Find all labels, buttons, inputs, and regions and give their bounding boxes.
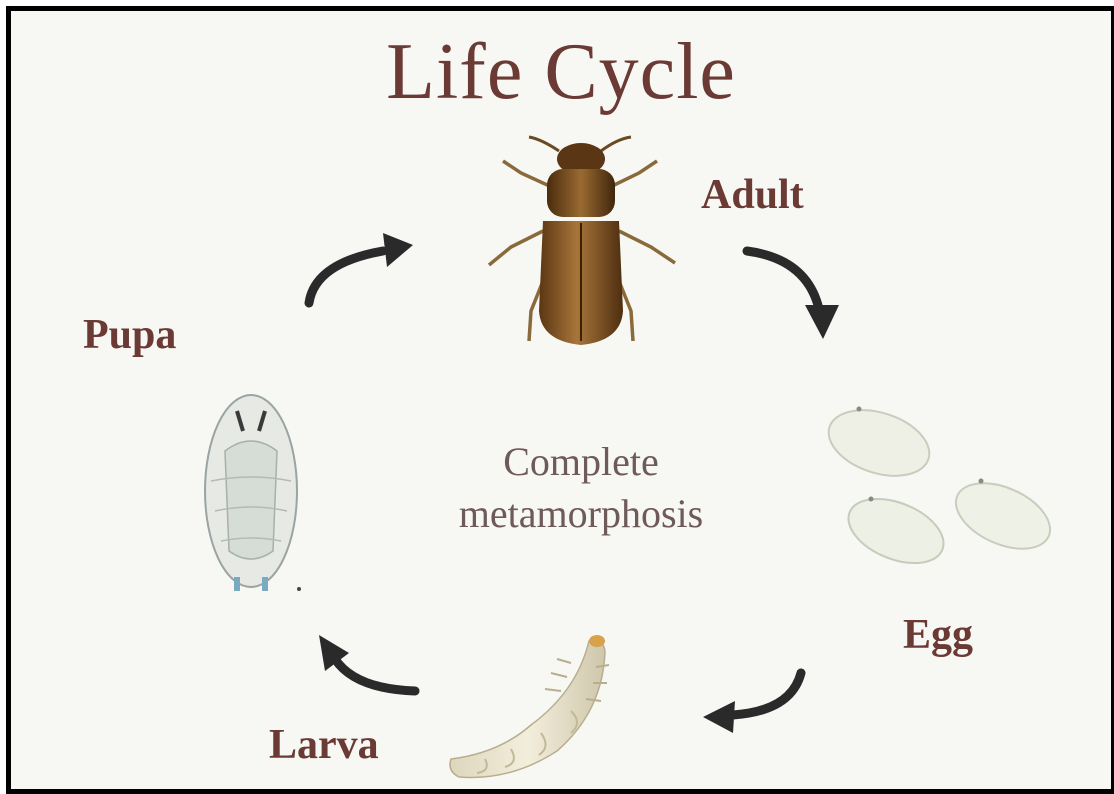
pupa-illustration (205, 395, 301, 591)
beetle-adult-illustration (489, 137, 675, 345)
center-caption-line2: metamorphosis (351, 488, 811, 540)
egg-illustration (820, 398, 1060, 575)
stage-label-egg: Egg (903, 611, 973, 659)
stage-label-adult: Adult (701, 171, 804, 219)
stage-label-larva: Larva (269, 721, 379, 769)
center-caption-line1: Complete (351, 436, 811, 488)
slide-frame: Life Cycle (6, 6, 1114, 794)
center-caption: Complete metamorphosis (351, 436, 811, 540)
stage-label-pupa: Pupa (83, 311, 176, 359)
life-cycle-diagram (11, 11, 1111, 789)
larva-illustration (450, 635, 609, 777)
